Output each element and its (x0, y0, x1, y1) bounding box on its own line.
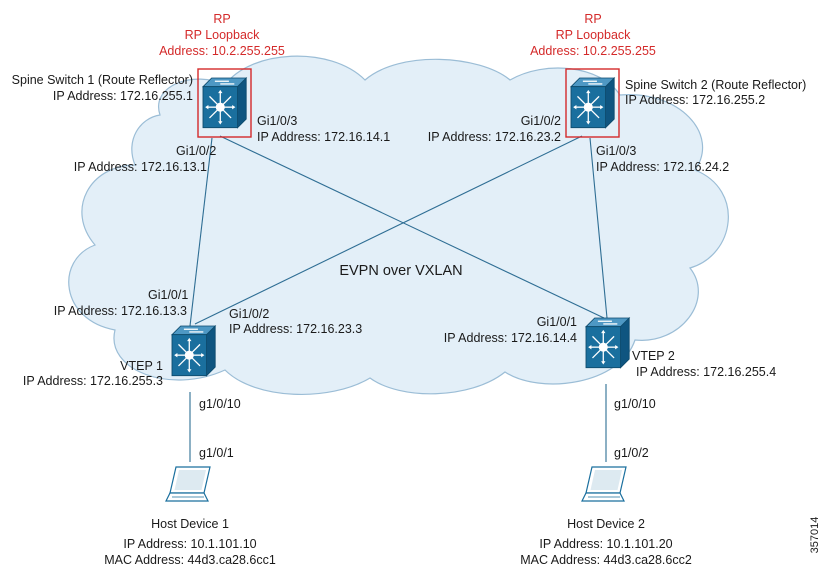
spine2-ip: IP Address: 172.16.255.2 (625, 93, 765, 107)
link-spine2-vtep2 (589, 137, 608, 319)
host2-port: g1/0/2 (614, 446, 649, 460)
rp-box-spine1 (197, 68, 252, 138)
spine1-port-gi103-ip: IP Address: 172.16.14.1 (257, 130, 390, 144)
rp-box-spine2 (565, 68, 620, 138)
link-spine1-vtep2 (219, 135, 605, 319)
host-device-1-icon (165, 466, 211, 502)
vtep2-port-host: g1/0/10 (614, 397, 656, 411)
host2-ip: IP Address: 10.1.101.20 (539, 537, 672, 551)
host1-name: Host Device 1 (151, 517, 229, 531)
vtep1-ip: IP Address: 172.16.255.3 (23, 374, 163, 388)
link-spine1-vtep1 (189, 137, 213, 327)
host1-ip: IP Address: 10.1.101.10 (123, 537, 256, 551)
rp-left-address: Address: 10.2.255.255 (159, 44, 285, 58)
vtep2-port-gi101: Gi1/0/1 (537, 315, 577, 329)
vtep-1-icon (171, 325, 216, 377)
figure-id: 357014 (809, 517, 821, 554)
vtep1-port-gi102-ip: IP Address: 172.16.23.3 (229, 322, 362, 336)
rp-left-title: RP (213, 12, 230, 26)
vtep1-port-host: g1/0/10 (199, 397, 241, 411)
host1-port: g1/0/1 (199, 446, 234, 460)
host2-name: Host Device 2 (567, 517, 645, 531)
rp-right-loopback: RP Loopback (556, 28, 632, 42)
spine1-port-gi102-ip: IP Address: 172.16.13.1 (74, 160, 207, 174)
spine2-port-gi102-ip: IP Address: 172.16.23.2 (428, 130, 561, 144)
spine1-ip: IP Address: 172.16.255.1 (53, 89, 193, 103)
vtep1-name: VTEP 1 (120, 359, 163, 373)
spine-switch-2-icon (570, 77, 615, 129)
rp-right-title: RP (584, 12, 601, 26)
spine2-port-gi103-ip: IP Address: 172.16.24.2 (596, 160, 729, 174)
vtep1-port-gi101: Gi1/0/1 (148, 288, 188, 302)
vtep2-port-gi101-ip: IP Address: 172.16.14.4 (444, 331, 577, 345)
spine-switch-1-icon (202, 77, 247, 129)
spine2-name: Spine Switch 2 (Route Reflector) (625, 78, 806, 92)
host2-mac: MAC Address: 44d3.ca28.6cc2 (520, 553, 692, 567)
spine2-port-gi103: Gi1/0/3 (596, 144, 636, 158)
link-spine2-vtep1 (194, 135, 583, 325)
vtep2-ip: IP Address: 172.16.255.4 (636, 365, 776, 379)
spine1-name: Spine Switch 1 (Route Reflector) (12, 73, 193, 87)
rp-left-loopback: RP Loopback (185, 28, 261, 42)
rp-right-address: Address: 10.2.255.255 (530, 44, 656, 58)
host1-mac: MAC Address: 44d3.ca28.6cc1 (104, 553, 276, 567)
cloud-label: EVPN over VXLAN (339, 263, 462, 279)
spine2-port-gi102: Gi1/0/2 (521, 114, 561, 128)
spine1-port-gi102: Gi1/0/2 (176, 144, 216, 158)
spine1-port-gi103: Gi1/0/3 (257, 114, 297, 128)
host-device-2-icon (581, 466, 627, 502)
vtep-2-icon (585, 317, 630, 369)
vtep1-port-gi101-ip: IP Address: 172.16.13.3 (54, 304, 187, 318)
vtep2-name: VTEP 2 (632, 349, 675, 363)
vtep1-port-gi102: Gi1/0/2 (229, 307, 269, 321)
